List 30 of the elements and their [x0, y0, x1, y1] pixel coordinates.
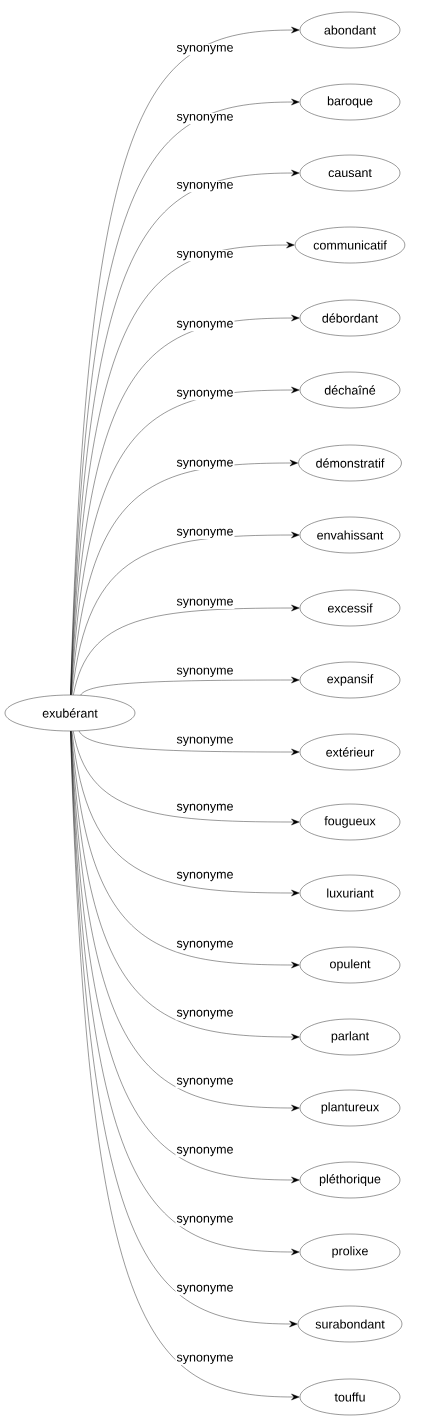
edge-label: synonyme: [175, 1214, 235, 1227]
edge-label: synonyme: [175, 870, 235, 883]
edge-label: synonyme: [175, 802, 235, 815]
arrow: [78, 730, 300, 756]
edge-label: synonyme: [175, 388, 235, 401]
edge-label: synonyme: [175, 180, 235, 193]
edge-label: synonyme: [175, 527, 235, 540]
edge-label: synonyme: [175, 319, 235, 332]
edge-label: synonyme: [175, 1283, 235, 1296]
edge-label: synonyme: [175, 939, 235, 952]
arrow: [71, 459, 298, 695]
arrow: [71, 731, 300, 897]
edge-label: synonyme: [175, 249, 235, 262]
arrow: [71, 531, 300, 696]
edge-label: synonyme: [175, 43, 235, 56]
edge-label: synonyme: [175, 735, 235, 748]
edge-label: synonyme: [175, 1145, 235, 1158]
arrow: [73, 731, 300, 826]
edge-label: synonyme: [175, 666, 235, 679]
edge-label: synonyme: [175, 1353, 235, 1366]
arrow: [70, 314, 300, 695]
arrow: [73, 604, 300, 696]
edge-label: synonyme: [175, 597, 235, 610]
arrow: [70, 731, 300, 1112]
edge-label: synonyme: [175, 1008, 235, 1021]
arrow: [70, 386, 300, 695]
edge-label: synonyme: [175, 1076, 235, 1089]
arrow: [80, 676, 300, 696]
edge-label: synonyme: [175, 458, 235, 471]
edge-label: synonyme: [175, 112, 235, 125]
